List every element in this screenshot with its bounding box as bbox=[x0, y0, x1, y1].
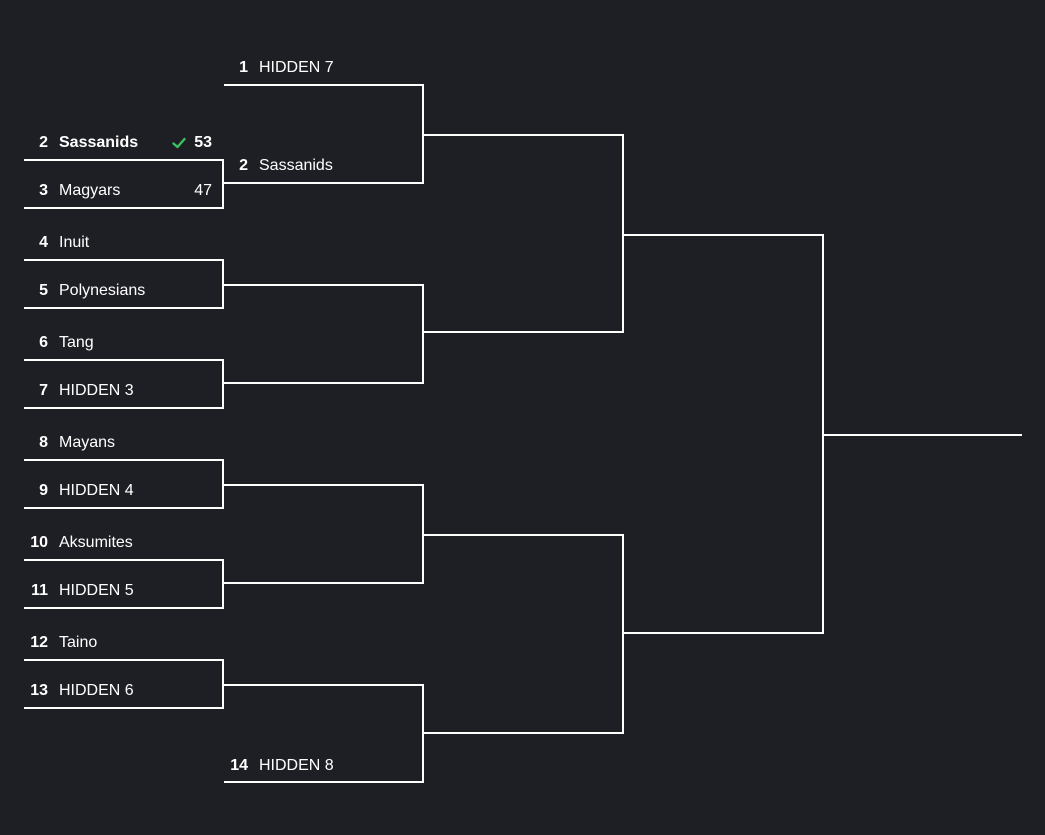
seed: 2 bbox=[39, 134, 48, 151]
r1-m2-bottom-slot[interactable]: 5 Polynesians bbox=[24, 279, 222, 303]
team-name: Tang bbox=[59, 334, 94, 351]
r3-match2-connector bbox=[424, 534, 624, 734]
team-name: HIDDEN 5 bbox=[59, 582, 134, 599]
team-name: HIDDEN 6 bbox=[59, 682, 134, 699]
seed: 14 bbox=[230, 757, 248, 774]
team-name: Aksumites bbox=[59, 534, 133, 551]
r1-m1-top-slot[interactable]: 2 Sassanids 53 bbox=[24, 131, 222, 155]
r2-m1-top-slot[interactable]: 1 HIDDEN 7 bbox=[224, 56, 422, 80]
seed: 7 bbox=[39, 382, 48, 399]
r1-match1-connector bbox=[24, 159, 224, 209]
team-name: Mayans bbox=[59, 434, 116, 451]
team-name: Taino bbox=[59, 634, 98, 651]
r1-match3-connector bbox=[24, 359, 224, 409]
r1-m5-top-slot[interactable]: 10 Aksumites bbox=[24, 531, 222, 555]
r2-match2-connector bbox=[224, 284, 424, 384]
r2-match1-connector bbox=[224, 84, 424, 184]
r1-match6-connector bbox=[24, 659, 224, 709]
team-name: Polynesians bbox=[59, 282, 146, 299]
r2-m4-bottom-slot[interactable]: 14 HIDDEN 8 bbox=[224, 754, 422, 778]
team-name: Magyars bbox=[59, 182, 121, 199]
team-name: HIDDEN 4 bbox=[59, 482, 134, 499]
r1-m1-bottom-slot[interactable]: 3 Magyars 47 bbox=[24, 179, 222, 203]
seed: 1 bbox=[239, 59, 248, 76]
seed: 12 bbox=[30, 634, 48, 651]
seed: 5 bbox=[39, 282, 48, 299]
team-name: HIDDEN 3 bbox=[59, 382, 134, 399]
seed: 3 bbox=[39, 182, 48, 199]
r1-match4-connector bbox=[24, 459, 224, 509]
r1-match2-connector bbox=[24, 259, 224, 309]
r1-m4-bottom-slot[interactable]: 9 HIDDEN 4 bbox=[24, 479, 222, 503]
r1-m3-bottom-slot[interactable]: 7 HIDDEN 3 bbox=[24, 379, 222, 403]
score: 53 bbox=[194, 134, 212, 151]
seed: 9 bbox=[39, 482, 48, 499]
seed: 11 bbox=[31, 582, 48, 599]
team-name: Sassanids bbox=[259, 157, 333, 174]
r2-match4-connector bbox=[224, 684, 424, 783]
seed: 10 bbox=[30, 534, 48, 551]
r1-m6-top-slot[interactable]: 12 Taino bbox=[24, 631, 222, 655]
seed: 8 bbox=[39, 434, 48, 451]
r1-m4-top-slot[interactable]: 8 Mayans bbox=[24, 431, 222, 455]
team-name: HIDDEN 7 bbox=[259, 59, 334, 76]
score: 47 bbox=[194, 182, 212, 199]
check-icon bbox=[172, 137, 186, 149]
seed: 4 bbox=[39, 234, 48, 251]
r3-match1-connector bbox=[424, 134, 624, 333]
seed: 13 bbox=[30, 682, 48, 699]
r1-m5-bottom-slot[interactable]: 11 HIDDEN 5 bbox=[24, 579, 222, 603]
r1-match5-connector bbox=[24, 559, 224, 609]
r2-match3-connector bbox=[224, 484, 424, 584]
r1-m3-top-slot[interactable]: 6 Tang bbox=[24, 331, 222, 355]
semi-connector bbox=[624, 234, 824, 634]
r1-m6-bottom-slot[interactable]: 13 HIDDEN 6 bbox=[24, 679, 222, 703]
seed: 2 bbox=[239, 157, 248, 174]
team-name: HIDDEN 8 bbox=[259, 757, 334, 774]
r2-m1-bottom-slot[interactable]: 2 Sassanids bbox=[224, 154, 422, 178]
team-name: Sassanids bbox=[59, 134, 139, 151]
seed: 6 bbox=[39, 334, 48, 351]
team-name: Inuit bbox=[59, 234, 90, 251]
r1-m2-top-slot[interactable]: 4 Inuit bbox=[24, 231, 222, 255]
